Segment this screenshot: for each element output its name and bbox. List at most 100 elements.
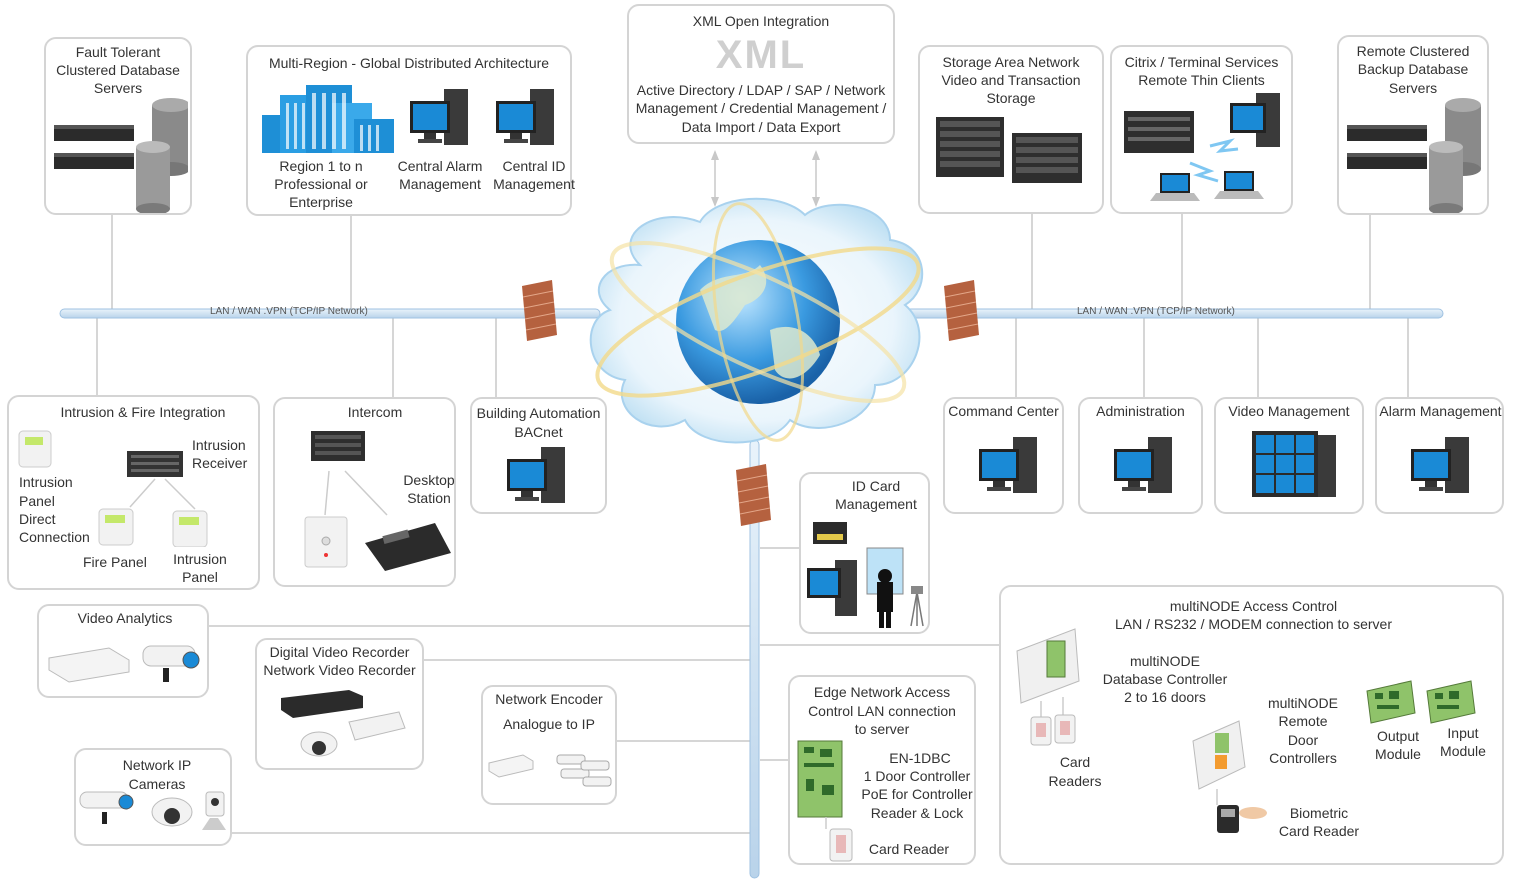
video-wall-icon — [1252, 431, 1336, 497]
video-management-box: Video Management — [1214, 397, 1364, 514]
recorder-line1: Digital Video Recorder — [269, 644, 410, 660]
right-bus-label: LAN / WAN .VPN (TCP/IP Network) — [1077, 306, 1235, 317]
intrusion-receiver-line1: Intrusion — [192, 437, 246, 453]
edge-title-line1: Edge Network Access — [813, 684, 951, 700]
san-line1: Storage Area Network — [942, 54, 1080, 70]
firewall-icon — [736, 464, 771, 526]
backup-database-server-icon — [1347, 98, 1481, 213]
citrix-line1: Citrix / Terminal Services — [1124, 54, 1279, 70]
biometric-line1: Biometric — [1289, 805, 1349, 821]
central-alarm-computer-icon — [410, 89, 468, 145]
recorder-devices-icon — [281, 690, 406, 757]
firewall-icon — [522, 280, 557, 341]
firewall-icon — [944, 280, 979, 341]
input-module-icon — [1426, 680, 1476, 724]
db-controller-line1: multiNODE — [1129, 653, 1200, 669]
db-controller-line3: 2 to 16 doors — [1124, 689, 1206, 705]
storage-area-network-box: Storage Area Network Video and Transacti… — [918, 45, 1104, 214]
san-line2: Video and Transaction — [941, 72, 1081, 88]
output-module-icon — [1366, 680, 1416, 724]
intrusion-title: Intrusion & Fire Integration — [60, 404, 226, 420]
intrusion-panel-line2: Panel — [182, 569, 218, 585]
alarm-management-title: Alarm Management — [1379, 403, 1502, 419]
multi-region-box: Multi-Region - Global Distributed Archit… — [246, 45, 575, 216]
multinode-access-control-box: multiNODE Access Control LAN / RS232 / M… — [999, 585, 1504, 865]
database-server-icon — [54, 98, 188, 213]
administration-box: Administration — [1078, 397, 1203, 514]
edge-controller-icon — [797, 740, 853, 862]
building-automation-line1: Building Automation — [476, 405, 601, 421]
video-analytics-title: Video Analytics — [77, 610, 173, 626]
central-alarm-label-line1: Central Alarm — [397, 158, 483, 174]
globe-icon — [595, 202, 921, 442]
alarm-management-computer-icon — [1411, 437, 1469, 493]
panel-direct-line2: Panel — [19, 493, 55, 509]
id-badging-station-icon — [807, 522, 924, 628]
ip-cameras-line1: Network IP — [122, 757, 192, 773]
remote-backup-box: Remote Clustered Backup Database Servers — [1337, 35, 1489, 215]
edge-desc-line3: PoE for Controller — [861, 786, 973, 802]
xml-integration-box: XML Open Integration XML Active Director… — [627, 4, 895, 144]
left-network-bus — [59, 308, 601, 319]
remote-backup-line1: Remote Clustered — [1356, 43, 1470, 59]
encoder-line1: Network Encoder — [495, 691, 603, 707]
recorder-line2: Network Video Recorder — [263, 662, 416, 678]
network-encoder-box: Network Encoder Analogue to IP — [481, 685, 617, 805]
video-analytics-box: Video Analytics — [37, 604, 209, 698]
intercom-title: Intercom — [347, 404, 403, 420]
id-card-line2: Management — [835, 496, 917, 512]
fault-tolerant-title-line1: Fault Tolerant — [75, 44, 161, 60]
remote-controllers-line2: Remote — [1278, 713, 1328, 729]
remote-controllers-line4: Controllers — [1269, 750, 1337, 766]
central-id-label-line2: Management — [493, 176, 575, 192]
intercom-devices-icon — [304, 431, 451, 571]
intercom-box: Intercom Desktop Station — [273, 397, 456, 587]
remote-backup-line2: Backup Database — [1357, 61, 1469, 77]
remote-controllers-line1: multiNODE — [1267, 695, 1338, 711]
id-card-management-box: ID Card Management — [799, 472, 930, 634]
desktop-station-line2: Station — [407, 490, 451, 506]
card-readers-line2: Readers — [1048, 773, 1102, 789]
bacnet-computer-icon — [507, 447, 565, 503]
edge-access-box: Edge Network Access Control LAN connecti… — [788, 675, 976, 865]
xml-title: XML Open Integration — [692, 13, 830, 29]
video-management-title: Video Management — [1228, 403, 1350, 419]
db-controller-line2: Database Controller — [1102, 671, 1228, 687]
input-module-line1: Input — [1447, 725, 1479, 741]
ip-cameras-line2: Cameras — [128, 776, 186, 792]
region-label-line1: Region 1 to n — [279, 158, 363, 174]
intrusion-fire-box: Intrusion & Fire Integration Intrusion R… — [7, 395, 260, 590]
desktop-station-line1: Desktop — [403, 472, 455, 488]
intrusion-devices-icon — [18, 430, 208, 547]
xml-line3: Data Import / Data Export — [681, 119, 841, 135]
card-readers-line1: Card — [1059, 754, 1091, 770]
administration-computer-icon — [1114, 437, 1172, 493]
fire-panel-label: Fire Panel — [83, 554, 147, 570]
building-automation-line2: BACnet — [514, 424, 563, 440]
intrusion-receiver-line2: Receiver — [192, 455, 248, 471]
command-center-box: Command Center — [943, 397, 1064, 514]
remote-door-controller-icon — [1192, 720, 1267, 833]
remote-backup-line3: Servers — [1388, 80, 1438, 96]
central-id-computer-icon — [496, 89, 554, 145]
encoder-line2: Analogue to IP — [503, 716, 595, 732]
database-controller-icon — [1016, 628, 1080, 746]
edge-title-line2: Control LAN connection — [808, 703, 956, 719]
region-label-line2: Professional or — [274, 176, 368, 192]
output-module-line2: Module — [1375, 746, 1421, 762]
san-line3: Storage — [986, 90, 1036, 106]
administration-title: Administration — [1096, 403, 1185, 419]
edge-desc-line2: 1 Door Controller — [863, 768, 971, 784]
left-bus-label: LAN / WAN .VPN (TCP/IP Network) — [210, 306, 368, 317]
multi-region-title: Multi-Region - Global Distributed Archit… — [268, 55, 550, 71]
encoder-cameras-icon — [488, 754, 612, 787]
building-automation-box: Building Automation BACnet — [470, 397, 607, 514]
fault-tolerant-database-box: Fault Tolerant Clustered Database Server… — [44, 37, 192, 215]
edge-desc-line1: EN-1DBC — [889, 750, 951, 766]
fault-tolerant-title-line2: Clustered Database — [56, 62, 180, 78]
command-center-title: Command Center — [948, 403, 1059, 419]
output-module-line1: Output — [1376, 728, 1420, 744]
network-ip-cameras-box: Network IP Cameras — [74, 748, 232, 846]
panel-direct-line4: Connection — [19, 529, 90, 545]
edge-card-reader-label: Card Reader — [868, 841, 950, 857]
